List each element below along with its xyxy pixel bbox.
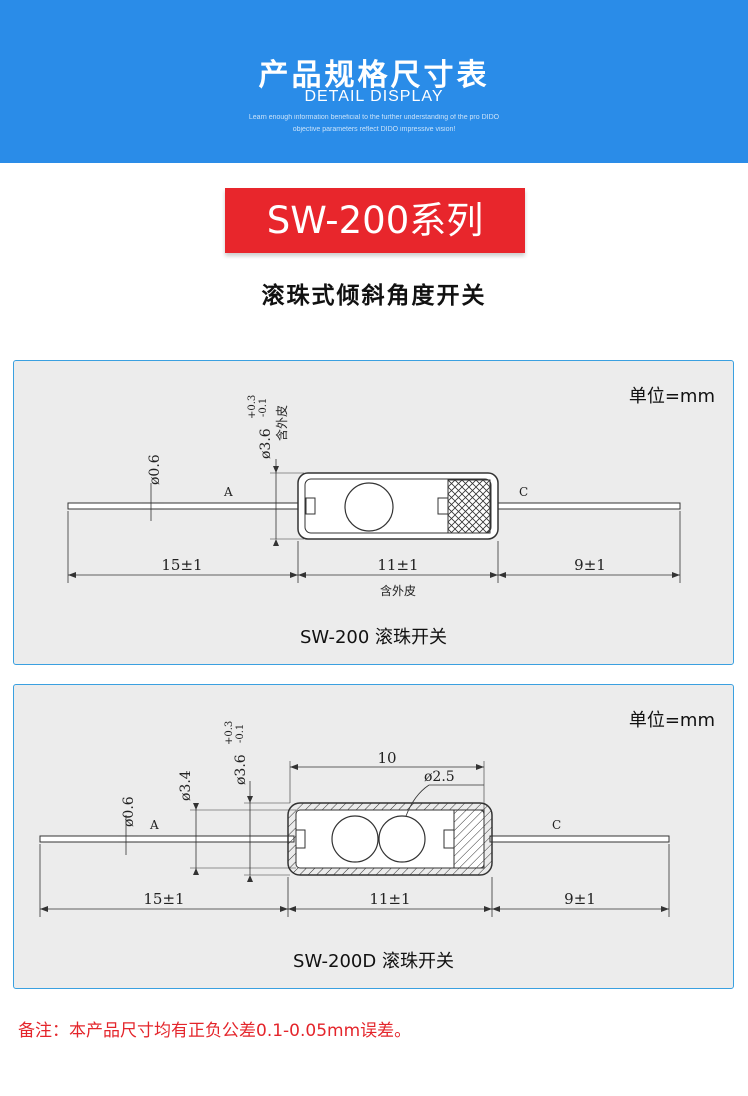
right-contact (443, 829, 455, 849)
dim-middle-note: 含外皮 (380, 583, 416, 598)
end-plug (447, 479, 491, 534)
unit-label: 单位=mm (628, 386, 715, 407)
diagram-caption: SW-200D 滚珠开关 (293, 951, 454, 972)
dim-right-label: 9±1 (564, 890, 596, 908)
terminal-c-label: C (519, 485, 528, 499)
body-diameter-label: ø3.6 (233, 754, 249, 785)
dim-right-label: 9±1 (574, 556, 606, 574)
lead-diameter-label: ø0.6 (121, 796, 137, 827)
diagram-panel-sw200: 单位=mm ø0.6 (13, 360, 734, 665)
left-contact (295, 829, 306, 849)
body-diameter-label: ø3.6 (258, 428, 274, 459)
dim-left-label: 15±1 (161, 556, 202, 574)
terminal-c-label: C (552, 818, 561, 832)
shell-note: 含外皮 (274, 405, 289, 441)
right-lead (496, 502, 681, 510)
inner-length-label: 10 (377, 749, 396, 767)
tolerance-minus: -0.1 (258, 398, 269, 417)
terminal-a-label: A (149, 818, 159, 832)
banner-title: 产品规格尺寸表 (258, 58, 490, 93)
product-subtitle: 滚珠式倾斜角度开关 (261, 283, 487, 309)
left-lead (39, 835, 295, 843)
sw200d-technical-drawing: ø2.5 10 ø0.6 ø3.4 ø3.6 +0.3 -0.1 (39, 721, 670, 917)
lead-diameter-label: ø0.6 (147, 454, 163, 485)
rolling-ball-2 (378, 815, 426, 863)
banner-tagline-1: Learn enough information beneficial to t… (248, 114, 500, 121)
right-lead (489, 835, 670, 843)
banner-subtitle: DETAIL DISPLAY (304, 88, 444, 105)
dim-middle-label: 11±1 (377, 556, 418, 574)
dim-middle-label: 11±1 (369, 890, 410, 908)
banner-tagline-2: objective parameters reflect DIDO impres… (292, 126, 456, 133)
left-contact (305, 497, 316, 515)
diagram-panel-sw200d: 单位=mm ø2.5 10 (13, 684, 734, 989)
unit-label: 单位=mm (628, 710, 715, 731)
tolerance-plus: +0.3 (224, 721, 235, 745)
diagram-caption: SW-200 滚珠开关 (299, 627, 448, 648)
right-contact (437, 497, 449, 515)
rolling-ball-1 (331, 815, 379, 863)
tolerance-minus: -0.1 (235, 724, 246, 743)
inner-diameter-label: ø3.4 (178, 770, 194, 801)
sw200-technical-drawing: ø0.6 ø3.6 +0.3 -0.1 含外皮 A C 15±1 11±1 9±… (67, 395, 681, 598)
tolerance-note: 备注：本产品尺寸均有正负公差0.1-0.05mm误差。 (18, 1021, 412, 1041)
switch-body-inner (304, 478, 492, 534)
terminal-a-label: A (223, 485, 233, 499)
end-plug (453, 809, 485, 869)
header-banner: 产品规格尺寸表 DETAIL DISPLAY Learn enough info… (0, 0, 748, 163)
rolling-ball (344, 482, 394, 532)
tolerance-plus: +0.3 (247, 395, 258, 419)
dim-left-label: 15±1 (143, 890, 184, 908)
left-lead (67, 502, 304, 510)
ball-diameter-label: ø2.5 (424, 769, 455, 785)
series-badge: SW-200系列 (225, 188, 525, 253)
